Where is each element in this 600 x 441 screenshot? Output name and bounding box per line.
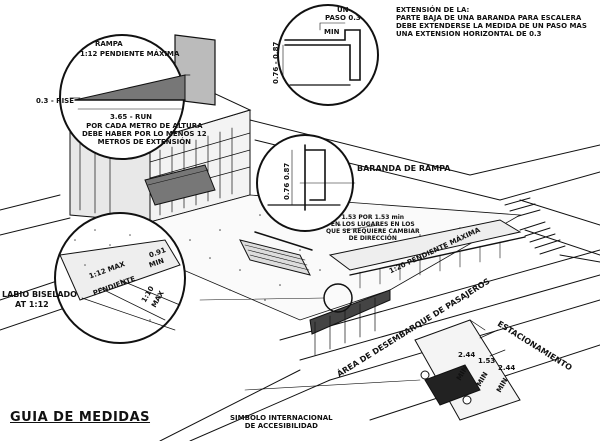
ramp-railing-label: BARANDA DE RAMPA — [357, 164, 451, 173]
curb-ramp-callout — [54, 212, 186, 344]
parking-dim-1: 2.44 — [458, 351, 476, 359]
step-min-label: MIN — [324, 28, 340, 36]
ramp-note: POR CADA METRO DE ALTURA DEBE HABER POR … — [82, 122, 207, 146]
railing-dim-upper: 0.87 — [283, 162, 291, 180]
curb-label-1: LABIO BISELADO — [2, 290, 77, 299]
step-label-2: PASO 0.3 — [325, 14, 361, 22]
rise-label: 0.3 - RISE — [36, 97, 74, 105]
zoom-marker — [199, 283, 353, 313]
railing-height-label: 0.76 - 0.87 — [272, 41, 280, 84]
railing-dim-lower: 0.76 — [283, 182, 291, 200]
ramp-heading: RAMPA — [95, 40, 123, 48]
parking-spaces — [414, 319, 521, 421]
accessibility-symbol-note: SIMBOLO INTERNACIONAL DE ACCESIBILIDAD — [230, 414, 333, 430]
leader-lines — [244, 182, 421, 391]
page-title: GUIA DE MEDIDAS — [10, 410, 151, 425]
step-label-1: UN — [337, 6, 349, 14]
landing-note: 1.53 POR 1.53 min EN LOS LUGARES EN LOS … — [326, 214, 420, 242]
curb-label-2: AT 1:12 — [15, 300, 49, 309]
parking-dim-2: 1.53 — [478, 357, 496, 365]
run-label: 3.65 - RUN — [110, 113, 152, 121]
ramp-callout — [59, 34, 191, 160]
railing-extension-text: EXTENSIÓN DE LA: PARTE BAJA DE UNA BARAN… — [396, 6, 587, 38]
railing-extension-callout — [277, 4, 379, 106]
parking-dim-3: 2.44 — [498, 364, 516, 372]
ramp-max-slope: 1:12 PENDIENTE MÁXIMA — [80, 50, 180, 58]
